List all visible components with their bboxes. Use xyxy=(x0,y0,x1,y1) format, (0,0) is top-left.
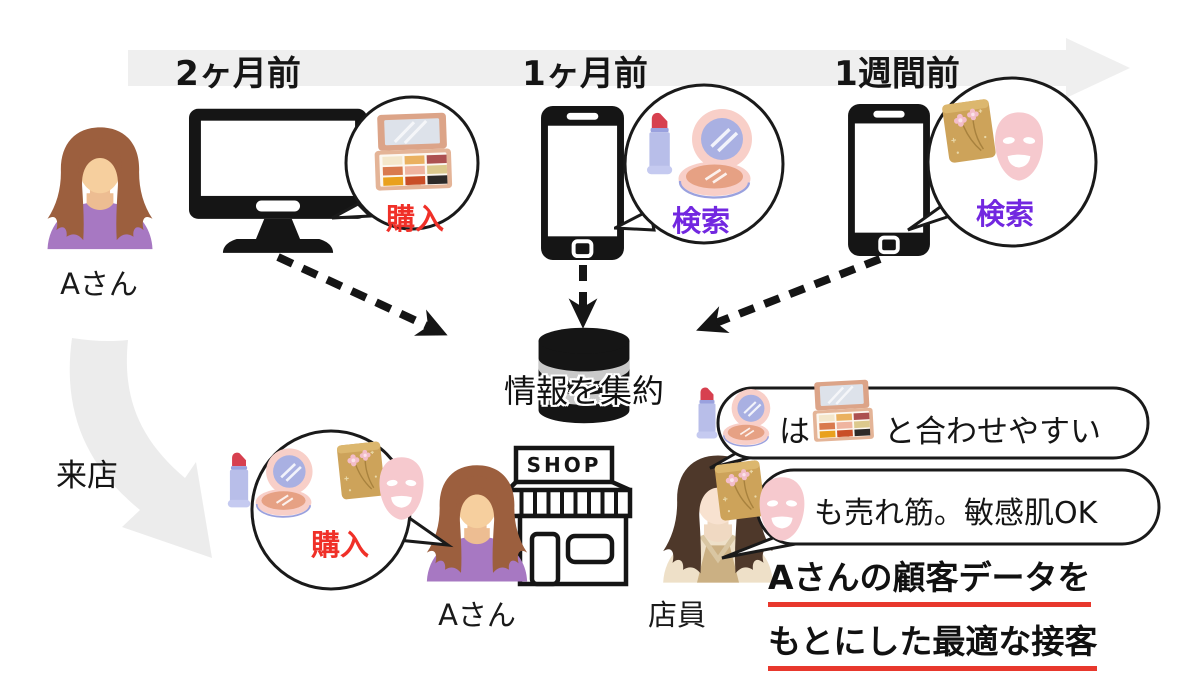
database-label: 情報を集約 xyxy=(503,372,665,410)
conclusion-line-1: Aさんの顧客データを xyxy=(768,551,1091,607)
conclusion-line-2: もとにした最適な接客 xyxy=(768,615,1098,671)
visit-arrow xyxy=(69,338,212,558)
clerk-speech-bubble-bestseller xyxy=(721,468,1161,560)
timeline-label-2-months: 2ヶ月前 xyxy=(175,54,301,94)
customer-name-top: Aさん xyxy=(60,267,138,301)
face-mask-icon xyxy=(374,455,429,522)
clerk-name: 店員 xyxy=(647,598,707,632)
pairing-particle: は xyxy=(779,414,810,450)
pairing-suffix: と合わせやすい xyxy=(884,414,1101,450)
timeline-label-1-month: 1ヶ月前 xyxy=(522,54,648,94)
bestseller-text: も売れ筋。敏感肌OK xyxy=(814,496,1098,531)
visit-label: 来店 xyxy=(56,458,118,494)
customer-name-bottom: Aさん xyxy=(438,598,516,632)
face-mask-icon xyxy=(754,475,810,543)
lipstick-icon xyxy=(225,450,252,509)
shop-sign: SHOP xyxy=(526,453,602,477)
timeline-label-1-week: 1週間前 xyxy=(834,54,960,94)
powder-compact-icon xyxy=(720,387,778,447)
purchase-store-label: 購入 xyxy=(310,528,370,562)
powder-compact-icon xyxy=(252,446,322,518)
storefront-icon xyxy=(506,445,633,587)
eyeshadow-palette-icon xyxy=(804,376,879,446)
conclusion-block: Aさんの顧客データを もとにした最適な接客 xyxy=(768,551,1098,675)
timeline-arrow xyxy=(128,38,1130,98)
search-month-label: 検索 xyxy=(671,204,731,238)
purchase-online-label: 購入 xyxy=(385,202,445,236)
search-week-label: 検索 xyxy=(975,197,1035,231)
lipstick-icon xyxy=(694,385,719,440)
